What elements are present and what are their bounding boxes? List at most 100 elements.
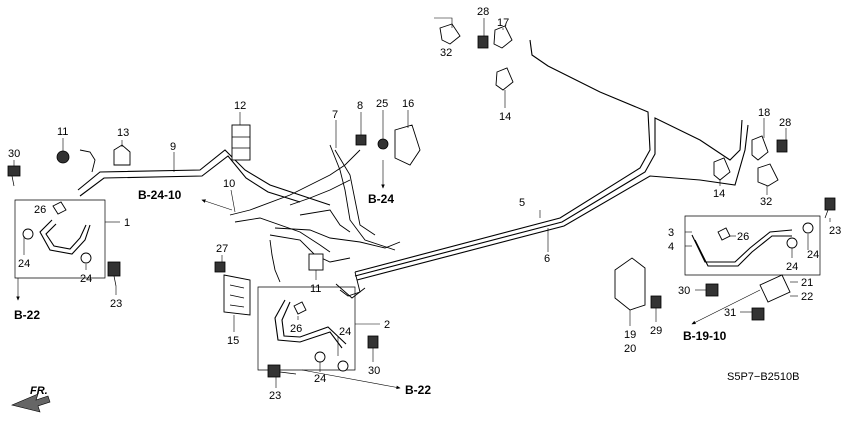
rear-left-hose [274, 299, 347, 349]
callout-24a: 24 [18, 258, 30, 270]
callout-25: 25 [376, 98, 388, 110]
callout-19: 19 [624, 329, 636, 341]
washer-24d-icon [337, 360, 349, 372]
callout-8: 8 [357, 100, 363, 112]
callout-4: 4 [668, 241, 674, 253]
bolt-31-icon [751, 307, 765, 321]
washer-24c-icon [314, 351, 326, 363]
callout-30: 30 [8, 148, 20, 160]
callout-5: 5 [519, 197, 525, 209]
clip-14b-icon [713, 157, 731, 181]
callout-23a: 23 [110, 298, 122, 310]
callout-23b: 23 [269, 390, 281, 402]
box-rear-left [257, 286, 356, 371]
callout-15: 15 [227, 335, 239, 347]
callout-14: 14 [499, 111, 511, 123]
callout-7: 7 [332, 109, 338, 121]
reference-labels: B-22 B-24-10 B-24 B-22 B-19-10 [14, 188, 727, 397]
callout-24f: 24 [807, 249, 819, 261]
callout-16: 16 [402, 98, 414, 110]
washer-24a-icon [22, 228, 34, 240]
block-15-icon [223, 274, 251, 316]
callout-10: 10 [223, 178, 235, 190]
bolt-30c-icon [705, 283, 719, 297]
bolt-30b-icon [367, 335, 379, 349]
callout-32b: 32 [760, 196, 772, 208]
callout-24b: 24 [80, 273, 92, 285]
callout-28b: 28 [779, 117, 791, 129]
callout-11: 11 [57, 126, 68, 138]
front-arrow-icon [11, 393, 51, 413]
callout-30c: 30 [678, 285, 690, 297]
bolt-8-icon [355, 134, 367, 146]
callout-24c: 24 [339, 326, 351, 338]
callout-23c: 23 [829, 225, 841, 237]
brake-pipe-main [335, 39, 749, 299]
callout-24e: 24 [786, 261, 798, 273]
bolt-28a-icon [477, 35, 489, 49]
callout-18: 18 [758, 107, 770, 119]
clip-32b-icon [757, 163, 779, 187]
bracket-21-icon [759, 274, 791, 303]
bolt-23b-icon [267, 364, 297, 378]
bracket-19-icon [614, 257, 646, 311]
front-left-hose [39, 219, 91, 255]
callout-13: 13 [117, 127, 129, 139]
washer-24b-icon [80, 252, 92, 264]
nut-11-icon [56, 150, 70, 164]
bolt-23a-icon [107, 261, 121, 287]
clip-26c-icon [717, 227, 731, 241]
grommet-12-icon [231, 124, 251, 161]
callout-11b: 11 [310, 283, 321, 295]
diagram-code: S5P7−B2510B [727, 371, 799, 383]
callout-14b: 14 [713, 188, 725, 200]
clip-14a-icon [495, 67, 514, 91]
ref-b19-10: B-19-10 [683, 329, 727, 343]
callout-1: 1 [124, 217, 130, 229]
clip-32a-icon [439, 23, 461, 45]
callout-32: 32 [440, 47, 452, 59]
leader-lines [13, 17, 831, 388]
front-label: FR. [30, 385, 48, 397]
callout-21: 21 [801, 277, 813, 289]
bolt-27-icon [214, 261, 226, 273]
callout-29: 29 [650, 325, 662, 337]
callout-26b: 26 [290, 323, 302, 335]
clip-26a-icon [52, 201, 67, 215]
reference-arrows [16, 160, 761, 390]
callout-31: 31 [724, 307, 736, 319]
callout-30b: 30 [368, 365, 380, 377]
callout-3: 3 [668, 227, 674, 239]
ref-b22-bottom: B-22 [405, 383, 431, 397]
bolt-28b-icon [776, 139, 788, 153]
clip-13-icon [113, 144, 131, 166]
callout-labels: 30 11 13 9 12 10 7 8 25 16 28 17 32 14 1… [8, 6, 841, 402]
ref-b24: B-24 [368, 192, 394, 206]
callout-28: 28 [477, 6, 489, 18]
bolt-29-icon [650, 295, 662, 309]
callout-26c: 26 [737, 231, 749, 243]
callout-12: 12 [234, 100, 246, 112]
rear-right-hose [691, 229, 793, 267]
callout-26: 26 [34, 204, 46, 216]
clip-17-icon [493, 25, 513, 49]
callout-20: 20 [624, 343, 636, 355]
clip-26b-icon [293, 301, 307, 315]
ref-b24-10: B-24-10 [138, 188, 182, 202]
bolt-23c-icon [824, 197, 836, 219]
washer-24f-icon [802, 222, 814, 234]
box-front-left [14, 199, 106, 279]
washer-24e-icon [786, 237, 798, 249]
callout-22: 22 [801, 291, 813, 303]
callout-6: 6 [544, 253, 550, 265]
bolt-30-icon [7, 165, 21, 187]
ref-b22-left: B-22 [14, 308, 40, 322]
callout-24d: 24 [314, 373, 326, 385]
callout-9: 9 [170, 141, 176, 153]
nut-11b-icon [308, 253, 324, 271]
bracket-16-icon [394, 124, 421, 166]
callout-17: 17 [497, 17, 509, 29]
callout-2: 2 [384, 319, 390, 331]
clip-18-icon [751, 135, 769, 161]
